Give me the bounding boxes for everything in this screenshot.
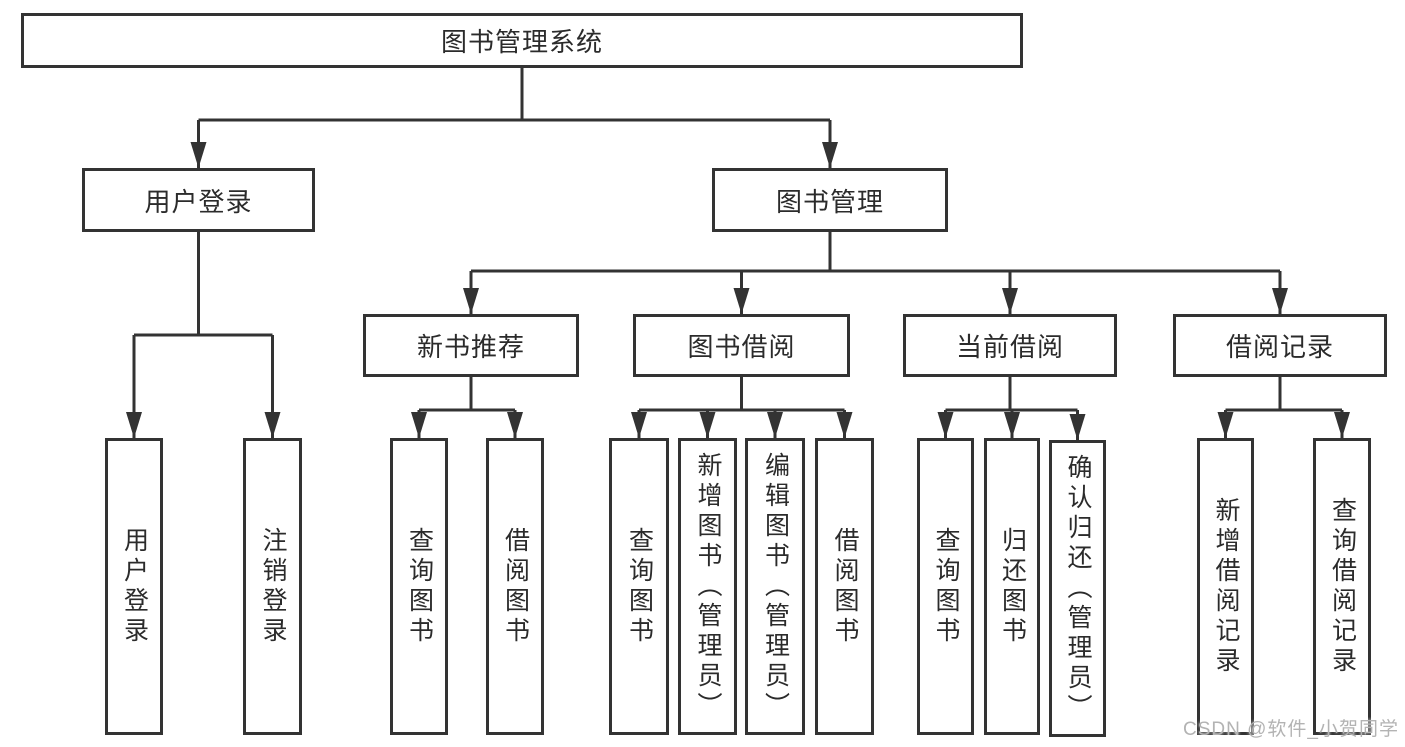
- node-library-management-system: 图书管理系统: [21, 13, 1023, 68]
- leaf-query-books-recommend: 查询图书: [390, 438, 448, 735]
- node-book-management: 图书管理: [712, 168, 948, 232]
- node-new-book-recommend: 新书推荐: [363, 314, 579, 377]
- node-book-borrowing: 图书借阅: [633, 314, 850, 377]
- leaf-query-books-borrowing: 查询图书: [609, 438, 669, 735]
- leaf-borrow-books-recommend: 借阅图书: [486, 438, 544, 735]
- csdn-watermark: CSDN @软件_小贺同学: [1183, 719, 1399, 740]
- leaf-edit-books-admin: 编辑图书（管理员）: [745, 438, 805, 735]
- node-current-borrowing: 当前借阅: [903, 314, 1117, 377]
- leaf-add-books-admin: 新增图书（管理员）: [678, 438, 737, 735]
- node-borrowing-records: 借阅记录: [1173, 314, 1387, 377]
- leaf-query-books-current: 查询图书: [917, 438, 974, 735]
- node-user-login: 用户登录: [82, 168, 315, 232]
- leaf-logout: 注销登录: [243, 438, 302, 735]
- leaf-query-borrow-record: 查询借阅记录: [1313, 438, 1371, 735]
- leaf-borrow-books-borrowing: 借阅图书: [815, 438, 874, 735]
- leaf-user-login: 用户登录: [105, 438, 163, 735]
- leaf-confirm-return-admin: 确认归还（管理员）: [1049, 440, 1106, 737]
- leaf-add-borrow-record: 新增借阅记录: [1197, 438, 1254, 735]
- leaf-return-books: 归还图书: [984, 438, 1040, 735]
